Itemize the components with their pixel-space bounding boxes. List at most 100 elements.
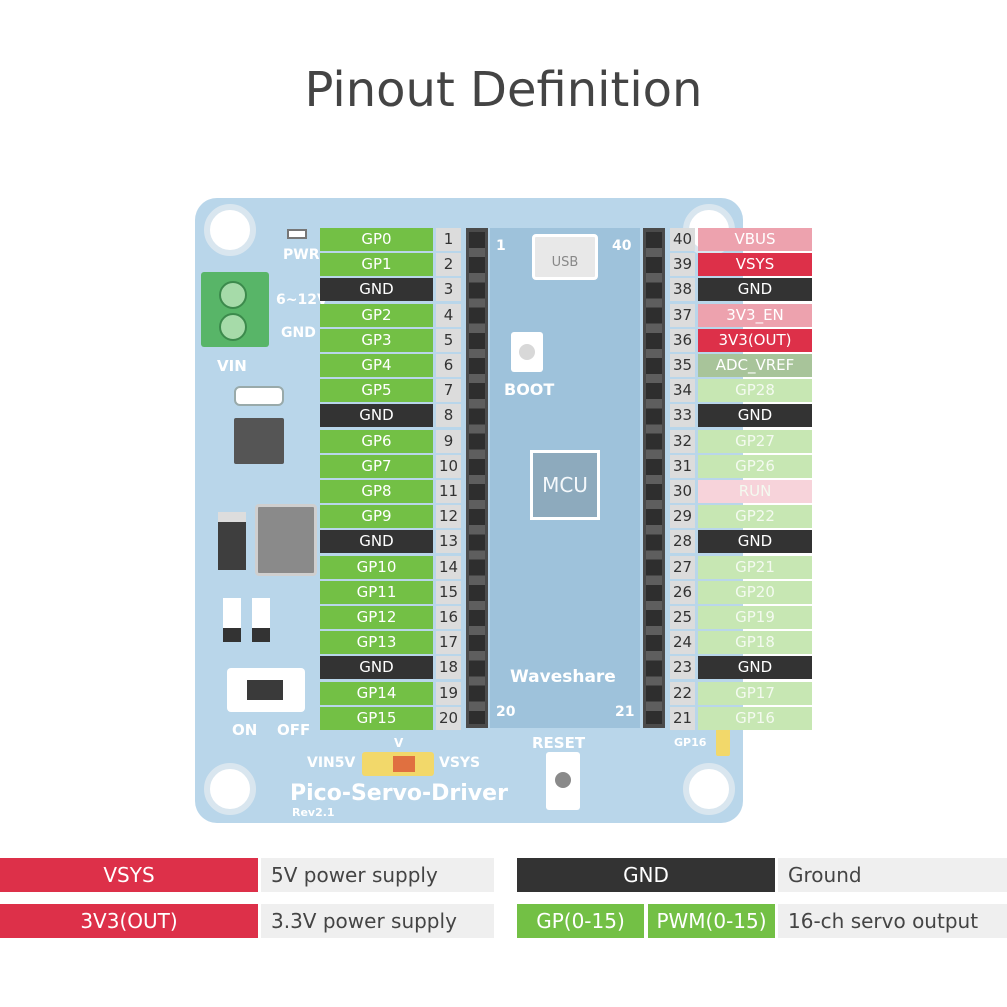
pin-label: GP20 xyxy=(698,580,812,604)
pin-label: ADC_VREF xyxy=(698,354,812,377)
pin-number: 16 xyxy=(436,606,461,629)
pin-number: 32 xyxy=(670,429,695,453)
pin-number: 34 xyxy=(670,379,695,403)
mounting-hole-top-left xyxy=(204,204,256,256)
pin-number: 3 xyxy=(436,278,461,302)
usb-label: USB xyxy=(551,255,579,270)
pin-label: VSYS xyxy=(698,253,812,277)
boot-button xyxy=(511,332,543,372)
pin-number: 18 xyxy=(436,656,461,680)
pin-label: GND xyxy=(698,278,812,302)
mcu-chip: MCU xyxy=(530,450,600,520)
pin-number: 19 xyxy=(436,681,461,705)
pin-label: GP27 xyxy=(698,429,812,453)
board-rev: Rev2.1 xyxy=(292,806,335,819)
pin-number: 12 xyxy=(436,505,461,529)
pin-label: GP16 xyxy=(698,706,812,730)
pin-number: 27 xyxy=(670,555,695,579)
pin-number: 1 xyxy=(436,228,461,251)
pin-label: GP14 xyxy=(320,681,433,705)
waveshare-label: Waveshare xyxy=(510,667,616,687)
pin-label: GP0 xyxy=(320,228,433,251)
jumper-cap xyxy=(393,756,415,772)
mounting-hole-bottom-left xyxy=(204,763,256,815)
legend-3v3-desc: 3.3V power supply xyxy=(261,904,494,938)
pin-number: 29 xyxy=(670,505,695,529)
off-label: OFF xyxy=(277,721,311,739)
pin-label: GP28 xyxy=(698,379,812,403)
pin-label: GP12 xyxy=(320,606,433,629)
pin-number: 24 xyxy=(670,631,695,655)
pwr-label: PWR xyxy=(283,247,320,263)
diode xyxy=(218,512,246,570)
legend-vsys-desc: 5V power supply xyxy=(261,858,494,892)
pin-number: 4 xyxy=(436,303,461,327)
page-title: Pinout Definition xyxy=(304,62,703,118)
pin-label: GP19 xyxy=(698,606,812,629)
legend-gp-swatch: GP(0-15) xyxy=(517,904,644,938)
pin-label: GP10 xyxy=(320,555,433,579)
usb-connector: USB xyxy=(532,234,598,280)
mcu-label: MCU xyxy=(542,473,588,497)
legend-pwm-swatch: PWM(0-15) xyxy=(648,904,775,938)
vin-label: VIN xyxy=(217,357,247,375)
gnd-terminal-label: GND xyxy=(281,325,316,341)
pin-label: GP5 xyxy=(320,379,433,403)
pin-number: 6 xyxy=(436,354,461,377)
pin-label: GP8 xyxy=(320,480,433,503)
legend-gnd-desc: Ground xyxy=(778,858,1007,892)
pin-number: 39 xyxy=(670,253,695,277)
pin-number: 14 xyxy=(436,555,461,579)
terminal-screw-1 xyxy=(219,281,247,309)
pin-label: GND xyxy=(698,404,812,428)
pin-label: 3V3_EN xyxy=(698,303,812,327)
crystal xyxy=(234,386,284,406)
pin-label: GP13 xyxy=(320,631,433,655)
pin-label: GP4 xyxy=(320,354,433,377)
reset-label: RESET xyxy=(532,734,586,752)
legend-3v3-swatch: 3V3(OUT) xyxy=(0,904,258,938)
pin-label: GP26 xyxy=(698,454,812,478)
vin-range-label: 6~12V xyxy=(276,292,328,308)
pin-label: GP22 xyxy=(698,505,812,529)
gp16-pad xyxy=(716,728,730,756)
pin40-marker: 40 xyxy=(612,238,632,254)
pin-number: 38 xyxy=(670,278,695,302)
pin-label: GP6 xyxy=(320,429,433,453)
pin21-marker: 21 xyxy=(615,704,635,720)
pin-number: 15 xyxy=(436,580,461,604)
pin-number: 31 xyxy=(670,454,695,478)
pin-label: GP18 xyxy=(698,631,812,655)
pin-label: GND xyxy=(320,404,433,428)
pin-label: GP17 xyxy=(698,681,812,705)
pin-label: GP7 xyxy=(320,454,433,478)
pin-label: GP2 xyxy=(320,303,433,327)
pin-number: 2 xyxy=(436,253,461,277)
pin-number: 33 xyxy=(670,404,695,428)
vsys-jumper-label: VSYS xyxy=(439,755,481,771)
legend-gnd-swatch: GND xyxy=(517,858,775,892)
